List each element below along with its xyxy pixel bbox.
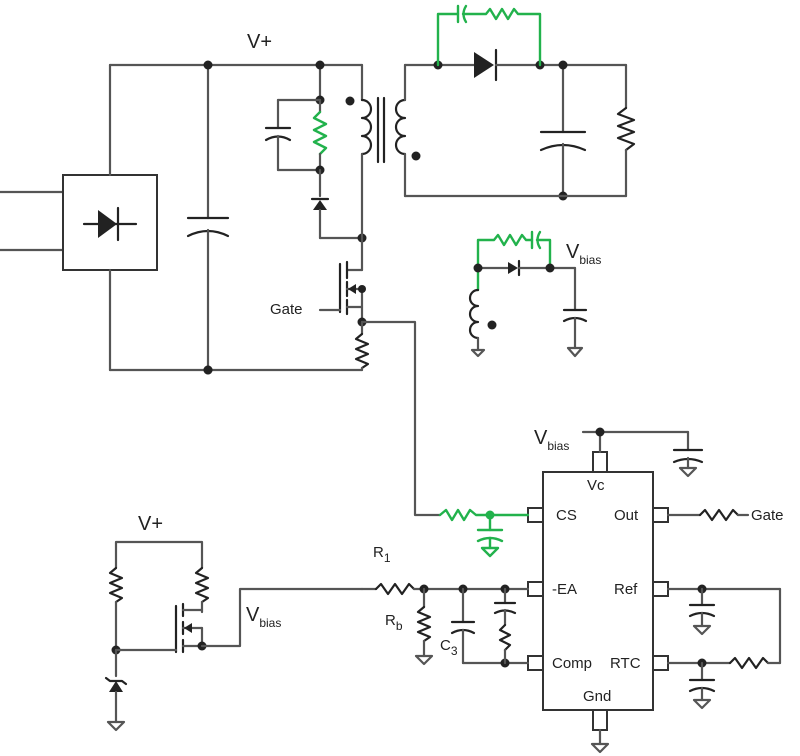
rb-label: Rb	[385, 612, 403, 632]
pin-comp-label: Comp	[552, 655, 593, 672]
vbias-aux-sub: bias	[579, 253, 602, 267]
bulk-capacitor	[186, 60, 230, 375]
transformer	[345, 63, 421, 240]
primary-mosfet	[203, 236, 442, 517]
vbias-left-label: Vbias	[246, 604, 281, 629]
bias-supply	[468, 230, 588, 358]
vplus-top-label: V+	[247, 31, 273, 53]
r1-main: R	[373, 544, 384, 561]
r1-label: R1	[373, 544, 391, 564]
left-bias-section	[104, 540, 364, 732]
pin-gnd-label: Gnd	[583, 688, 612, 705]
ic-ground	[590, 728, 610, 754]
pin-rtc-label: RTC	[610, 655, 641, 672]
gate-output-label: Gate	[751, 507, 784, 524]
vbias-ic-label: Vbias	[534, 427, 569, 452]
input-lines	[0, 190, 65, 252]
vbias-ic-main: V	[534, 427, 548, 449]
bridge-rectifier	[62, 174, 158, 271]
pin-vc-label: Vc	[587, 477, 605, 494]
pin-ref-label: Ref	[614, 581, 638, 598]
vbias-left-main: V	[246, 604, 260, 626]
secondary-output	[403, 4, 636, 201]
c3-sub: 3	[450, 644, 458, 658]
rb-sub: b	[395, 619, 403, 633]
vplus-left-label: V+	[138, 513, 164, 535]
primary-snubber	[264, 60, 367, 243]
cs-filter	[438, 508, 530, 558]
out-gate	[666, 508, 750, 522]
c3-label: C3	[440, 637, 458, 657]
vc-supply	[581, 427, 704, 478]
ref-rtc-network	[666, 584, 782, 710]
vbias-aux-label: Vbias	[566, 241, 601, 266]
rb-main: R	[385, 612, 396, 629]
error-amp-network	[360, 582, 530, 668]
vbias-ic-sub: bias	[547, 439, 570, 453]
r1-sub: 1	[383, 551, 391, 565]
vbias-left-sub: bias	[259, 616, 282, 630]
pin-out-label: Out	[614, 507, 639, 524]
vbias-aux-main: V	[566, 241, 580, 263]
pin-cs-label: CS	[556, 507, 577, 524]
gate-mosfet-label: Gate	[270, 301, 303, 318]
pin-ea-label: -EA	[552, 581, 578, 598]
c3-main: C	[440, 637, 451, 654]
control-ic	[527, 451, 669, 731]
